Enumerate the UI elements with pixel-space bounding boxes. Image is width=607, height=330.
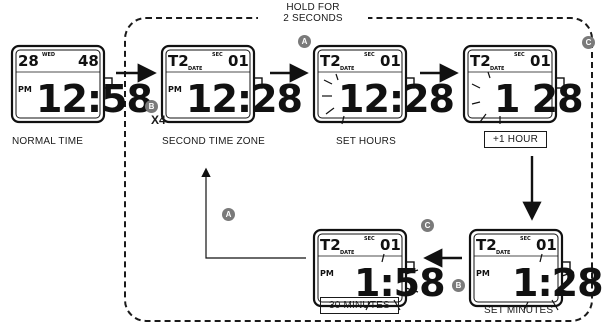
caption-second-time-zone: SECOND TIME ZONE [162, 136, 266, 147]
blink-rays-icon [365, 253, 419, 311]
watch-sec-label: SEC [514, 52, 525, 58]
hold-line-1: HOLD FOR [286, 2, 340, 13]
caption-plus-one-hour: +1 HOUR [484, 131, 548, 148]
watch-big-time: 12:28 [186, 77, 302, 121]
watch-date-label: DATE [496, 250, 511, 256]
watch-normal-time: 28 WED 48 PM 12:58 [8, 44, 153, 124]
watch-big-time: 12:28 [338, 77, 454, 121]
watch-top-right-digits: 48 [78, 52, 99, 70]
watch-date-label: DATE [340, 66, 355, 72]
watch-top-right-digits: 01 [380, 236, 401, 254]
watch-pm-indicator: PM [18, 85, 32, 94]
caption-set-hours: SET HOURS [336, 136, 396, 147]
blink-rays-icon [523, 253, 575, 311]
watch-plus-one-hour: T2 SEC DATE 01 1 28 [460, 44, 584, 124]
watch-big-time: 1 28 [494, 77, 583, 121]
watch-sec-label: SEC [212, 52, 223, 58]
caption-set-minutes: SET MINUTES [484, 305, 554, 316]
watch-sec-label: SEC [520, 236, 531, 242]
caption-normal-time: NORMAL TIME [12, 136, 84, 147]
watch-top-left-digits: T2 [476, 236, 497, 254]
watch-big-time: 1:28 [512, 261, 603, 305]
watch-top-right-digits: 01 [228, 52, 249, 70]
blink-rays-icon [322, 73, 345, 125]
button-a-badge: A [298, 35, 311, 48]
watch-pm-indicator: PM [168, 85, 182, 94]
watch-top-left-digits: T2 [168, 52, 189, 70]
watch-top-right-digits: 01 [536, 236, 557, 254]
watch-top-left-digits: T2 [320, 236, 341, 254]
button-c-badge: C [582, 36, 595, 49]
button-a-badge: A [222, 208, 235, 221]
caption-thirty-minutes: 30 MINUTES [320, 297, 399, 314]
watch-top-left-digits: 28 [18, 52, 39, 70]
watch-sec-label: SEC [364, 236, 375, 242]
watch-top-left-digits: T2 [470, 52, 491, 70]
watch-date-label: DATE [340, 250, 355, 256]
hold-instruction: HOLD FOR 2 SECONDS [258, 2, 368, 24]
watch-thirty-minutes: T2 SEC DATE 01 PM 1:58 [310, 228, 446, 311]
watch-top-right-digits: 01 [380, 52, 401, 70]
watch-sec-label: SEC [364, 52, 375, 58]
blink-rays-icon [471, 71, 501, 124]
button-b-badge: B [452, 279, 465, 292]
hold-line-2: 2 SECONDS [283, 13, 343, 24]
button-c-badge: C [421, 219, 434, 232]
press-multiplier: X4 [151, 113, 166, 127]
button-b-badge: B [145, 100, 158, 113]
watch-pm-indicator: PM [476, 269, 490, 278]
watch-big-time: 12:58 [36, 77, 152, 121]
watch-date-label: DATE [188, 66, 203, 72]
watch-pm-indicator: PM [320, 269, 334, 278]
watch-day-label: WED [42, 52, 55, 58]
watch-top-right-digits: 01 [530, 52, 551, 70]
watch-second-time-zone: T2 SEC DATE 01 PM 12:28 [158, 44, 303, 124]
watch-set-minutes: T2 SEC DATE 01 PM 1:28 [466, 228, 604, 311]
watch-top-left-digits: T2 [320, 52, 341, 70]
watch-date-label: DATE [490, 66, 505, 72]
watch-set-hours: T2 SEC DATE 01 12:28 [310, 44, 455, 125]
